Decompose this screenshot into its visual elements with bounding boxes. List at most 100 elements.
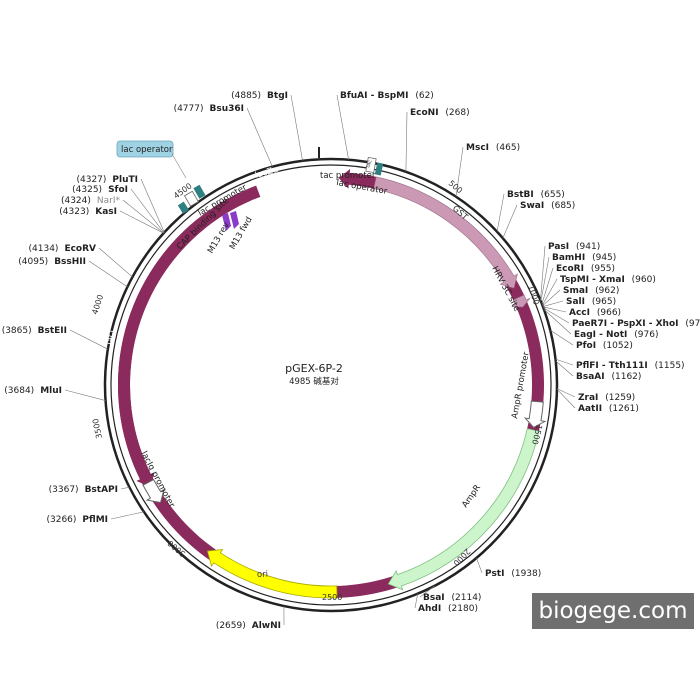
site-sali: SalI (965): [566, 297, 616, 307]
label-ori: ori: [257, 570, 268, 580]
site-enzyme: BfuAI - BspMI: [340, 91, 408, 101]
site-leader-line: [540, 245, 546, 301]
site-position: (960): [632, 275, 656, 285]
site-leader-line: [64, 389, 106, 401]
site-enzyme: PluTI: [112, 175, 138, 185]
laciq-promoter-arrow: [142, 478, 165, 504]
lac-operator-box-label: lac operator: [121, 145, 173, 155]
site-enzyme: SmaI: [563, 286, 588, 296]
site-position: (4885): [231, 91, 261, 101]
site-position: (3266): [46, 515, 76, 525]
site-leader-line: [541, 267, 554, 304]
label-m13-rev: M13 rev: [206, 221, 232, 256]
site-sfoi: (4325) SfoI: [72, 185, 128, 195]
lac-operator-mark-2: [193, 184, 206, 199]
site-position: (465): [496, 143, 520, 153]
site-enzyme: EagI - NotI: [574, 330, 627, 340]
site-position: (4324): [61, 196, 91, 206]
site-aatii: AatII (1261): [578, 404, 639, 414]
site-leader-line: [555, 358, 574, 366]
site-enzyme: BsaI: [423, 593, 445, 603]
site-bstbi: BstBI (655): [507, 190, 565, 200]
ampr-arrow: [387, 428, 540, 591]
site-enzyme: PfoI: [576, 341, 596, 351]
label-ampr-promoter: AmpR promoter: [510, 351, 532, 420]
site-enzyme: SfoI: [108, 185, 128, 195]
label-tac-promoter: tac promoter: [320, 171, 376, 181]
site-position: (955): [591, 264, 615, 274]
gst-arrow: [373, 176, 518, 289]
site-leader-line: [69, 329, 109, 350]
watermark: biogege.com: [532, 593, 694, 629]
site-enzyme: BtgI: [267, 91, 288, 101]
site-enzyme: AhdI: [418, 604, 441, 614]
site-position: (2659): [216, 621, 246, 631]
site-leader-line: [140, 178, 165, 233]
site-enzyme: PaeR7I - PspXI - XhoI: [572, 319, 678, 329]
site-enzyme: EcoNI: [410, 108, 439, 118]
site-alwni: (2659)AlwNI: [216, 621, 281, 631]
site-enzyme: BssHII: [54, 257, 86, 267]
site-enzyme: MluI: [40, 386, 62, 396]
site-position: (1052): [603, 341, 633, 351]
site-leader-line: [110, 511, 144, 520]
site-eagi-noti: EagI - NotI (976): [574, 330, 658, 340]
site-enzyme: EcoRI: [556, 264, 584, 274]
site-position: (976): [634, 330, 658, 340]
site-leader-line: [543, 309, 572, 335]
site-enzyme: PstI: [485, 569, 504, 579]
site-leader-line: [405, 111, 408, 172]
site-enzyme: SwaI: [520, 201, 544, 211]
site-zrai: ZraI (1259): [578, 393, 635, 403]
site-enzyme: ZraI: [578, 393, 598, 403]
site-enzyme: Bsu36I: [210, 104, 245, 114]
site-leader-line: [419, 585, 435, 598]
site-position: (3865): [2, 326, 32, 336]
site-enzyme: AccI: [569, 308, 590, 318]
lac-operator-box: [116, 140, 174, 158]
map-size: 4985 碱基对: [289, 376, 339, 387]
site-ecorv: (4134)EcoRV: [29, 244, 97, 254]
site-position: (1162): [611, 372, 641, 382]
site-smai: SmaI (962): [563, 286, 619, 296]
laci-arrow: [117, 218, 206, 487]
site-enzyme: KasI: [95, 207, 117, 217]
site-enzyme: SalI: [566, 297, 585, 307]
site-position: (3684): [4, 386, 34, 396]
tick-2500: 2500: [322, 593, 342, 602]
site-position: (2114): [452, 593, 482, 603]
hrv-arrow: [511, 294, 531, 308]
label-ampr: AmpR: [460, 483, 483, 510]
site-tspmi-xmai: TspMI - XmaI (960): [560, 275, 656, 285]
site-leader-line: [120, 486, 130, 490]
site-enzyme: AatII: [578, 404, 602, 414]
site-leader-line: [542, 306, 567, 313]
site-leader-line: [555, 360, 574, 377]
site-position: (1261): [609, 404, 639, 414]
site-position: (4325): [72, 185, 102, 195]
site-swai: SwaI (685): [520, 201, 575, 211]
ampr-promoter-arrow: [523, 400, 547, 429]
site-enzyme: TspMI - XmaI: [560, 275, 625, 285]
site-paer7i-pspxi-xhoi: PaeR7I - PspXI - XhoI (970): [572, 319, 700, 329]
site-position: (3367): [49, 485, 79, 495]
site-leader-line: [542, 300, 564, 307]
site-position: (965): [592, 297, 616, 307]
site-leader-line: [336, 94, 349, 160]
site-enzyme: BstAPI: [85, 485, 118, 495]
site-kasi: (4323)KasI: [59, 207, 117, 217]
site-bsaai: BsaAI (1162): [576, 372, 641, 382]
site-pfoi: PfoI (1052): [576, 341, 633, 351]
site-enzyme: PflMI: [82, 515, 108, 525]
site-leader-line: [542, 289, 561, 307]
site-enzyme: BamHI: [552, 253, 585, 263]
site-leader-line: [550, 329, 574, 346]
site-acci: AccI (966): [569, 308, 621, 318]
tick-4000: 4000: [90, 293, 105, 315]
label-lacza: lacZα: [254, 165, 280, 181]
site-leader-line: [290, 94, 303, 161]
site-pflfi-tth111i: PflFI - Tth111I (1155): [576, 361, 685, 371]
site-position: (4134): [29, 244, 59, 254]
ori-arrow: [206, 548, 338, 599]
